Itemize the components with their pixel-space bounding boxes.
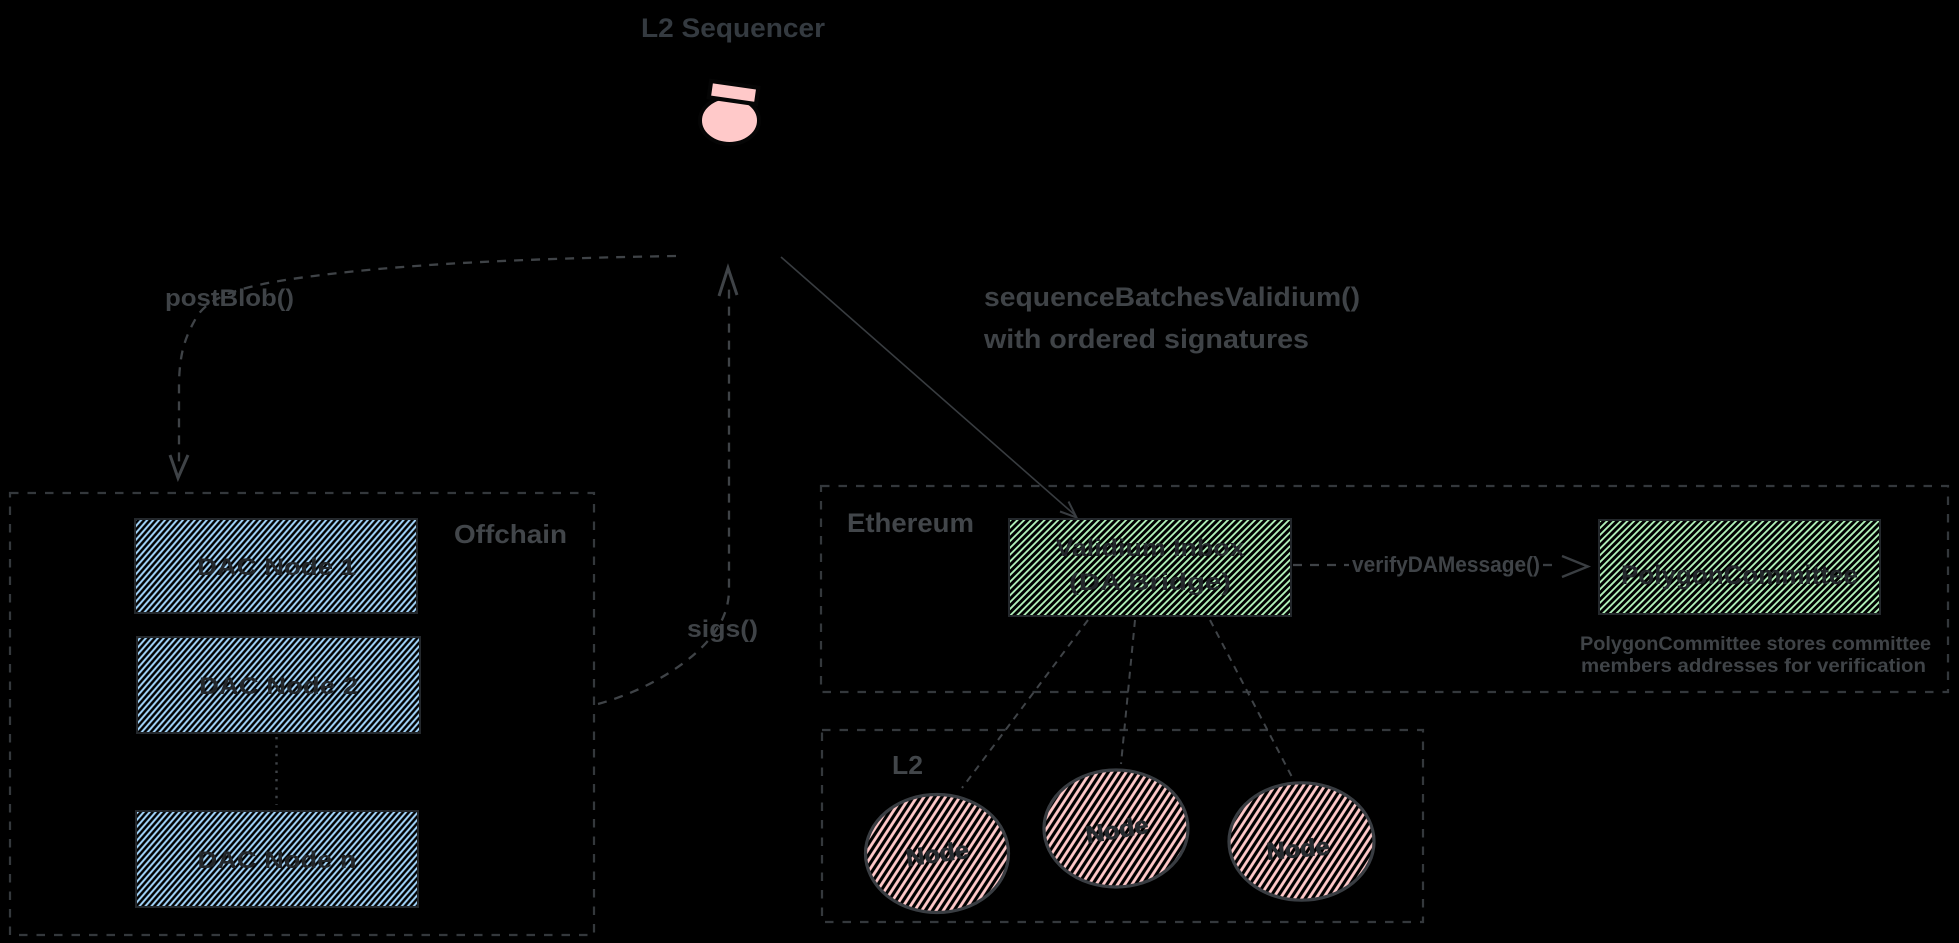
svg-text:L2: L2 (892, 750, 923, 780)
svg-text:members addresses for verifica: members addresses for verification (1581, 655, 1926, 677)
svg-text:L2 Sequencer: L2 Sequencer (641, 13, 826, 43)
svg-text:DAC Node 1: DAC Node 1 (197, 554, 356, 581)
svg-text:Ethereum: Ethereum (847, 508, 974, 538)
svg-text:Node: Node (1265, 833, 1330, 865)
svg-text:postBlob(): postBlob() (165, 285, 294, 312)
svg-text:DAC Node n: DAC Node n (198, 847, 357, 874)
svg-text:sigs(): sigs() (687, 616, 758, 643)
svg-text:with ordered signatures: with ordered signatures (983, 324, 1309, 354)
svg-text:PolygonCommittee stores commit: PolygonCommittee stores committee (1580, 633, 1931, 655)
svg-text:(DA Bridge): (DA Bridge) (1069, 569, 1231, 596)
svg-text:sequenceBatchesValidium(): sequenceBatchesValidium() (984, 282, 1360, 312)
svg-text:Offchain: Offchain (454, 519, 567, 549)
svg-text:PolygonCommittee: PolygonCommittee (1621, 560, 1858, 590)
svg-text:DAC Node 2: DAC Node 2 (199, 673, 358, 700)
svg-text:verifyDAMessage(): verifyDAMessage() (1352, 552, 1540, 577)
svg-text:Validium Inbox: Validium Inbox (1056, 535, 1246, 562)
